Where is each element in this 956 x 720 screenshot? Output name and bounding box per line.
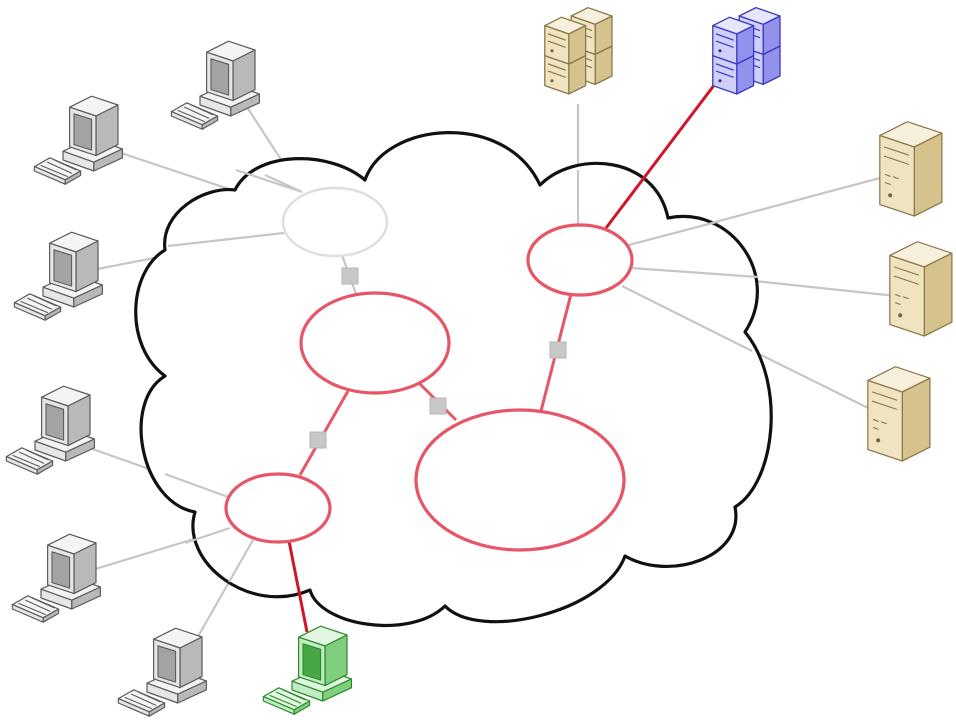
network-segment-ring: [224, 472, 332, 544]
inactive-segment-ring: [281, 186, 389, 258]
link-junctions: [309, 267, 567, 449]
access-link: [621, 285, 753, 352]
desktop-computer-icon: [171, 41, 260, 130]
server-tower-icon: [879, 121, 942, 216]
desktop-computer-icon: [34, 96, 123, 185]
access-link: [264, 174, 303, 193]
network-segments: [224, 186, 634, 552]
highlighted-server-cluster-icon: [713, 8, 780, 94]
active-link-to-desktop: [287, 540, 309, 633]
access-link: [628, 219, 721, 247]
network-segment-ring: [299, 291, 451, 395]
access-link: [631, 266, 759, 279]
highlighted-desktop-computer-icon: [263, 626, 352, 715]
link-junction-marker: [309, 431, 327, 449]
network-segment-ring: [526, 223, 634, 297]
link-junction-marker: [549, 341, 567, 359]
desktop-computer-icon: [12, 534, 101, 623]
access-link: [235, 168, 303, 194]
network-segment-ring: [414, 408, 626, 552]
network-cloud: [134, 131, 773, 627]
server-tower-icon: [867, 366, 930, 461]
access-link: [167, 231, 285, 248]
desktop-computer-icon: [6, 386, 95, 475]
link-junction-marker: [429, 397, 447, 415]
access-link: [184, 526, 231, 545]
server-cluster-icon: [545, 8, 612, 94]
link-junction-marker: [341, 267, 359, 285]
access-link: [228, 539, 254, 583]
desktop-computer-icon: [118, 628, 207, 717]
access-link: [164, 472, 229, 499]
desktop-computer-icon: [14, 232, 103, 321]
server-tower-icon: [889, 241, 952, 336]
active-link-to-server-cluster: [604, 79, 720, 229]
